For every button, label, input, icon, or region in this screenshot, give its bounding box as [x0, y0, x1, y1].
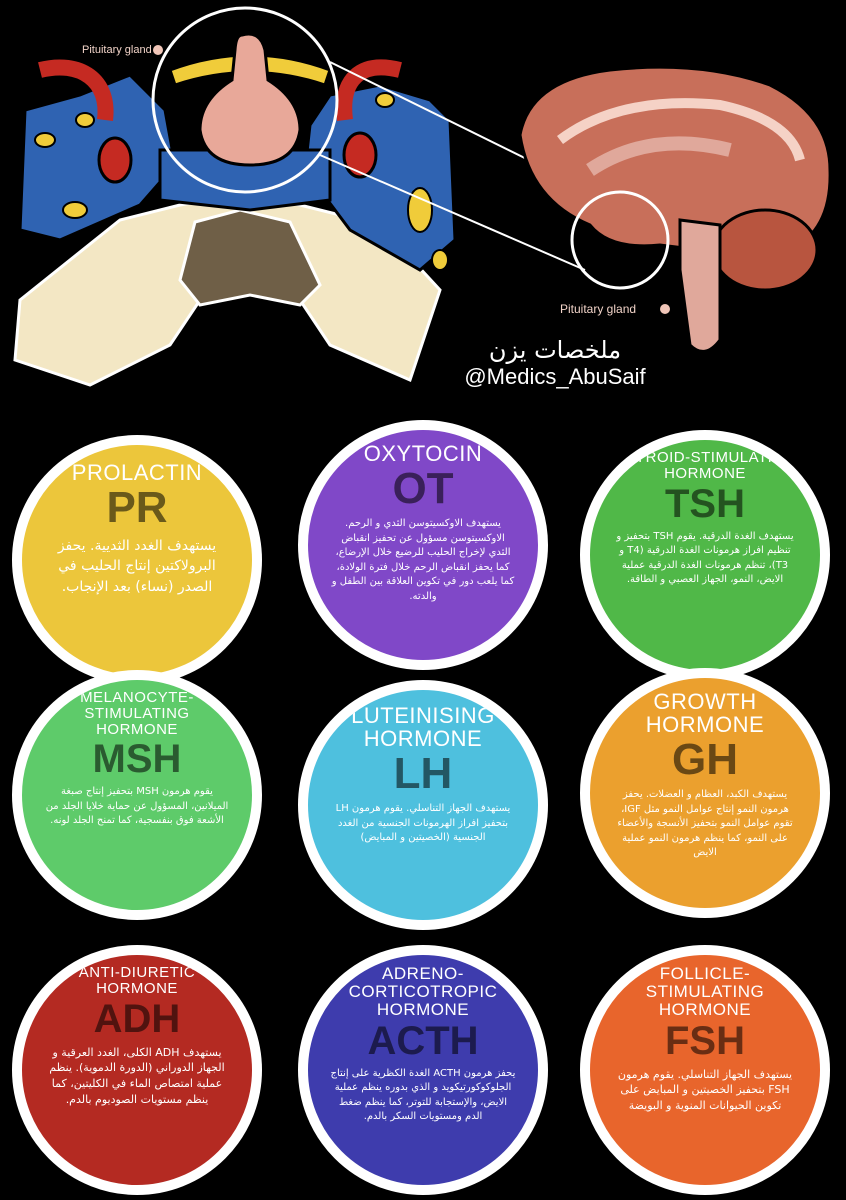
hormone-abbreviation: OT — [392, 464, 454, 514]
hormone-title: THYROID-STIMULATING HORMONE — [614, 449, 796, 482]
cerebellum — [711, 208, 819, 292]
pituitary-gland — [198, 32, 302, 167]
zoom-circle — [151, 6, 339, 194]
brainstem — [678, 218, 722, 353]
credit: ملخصات يزن @Medics_AbuSaif — [440, 336, 670, 390]
hormone-description: يستهدف الجهاز التناسلي. يقوم هرمون FSH ب… — [617, 1067, 793, 1113]
credit-handle: @Medics_AbuSaif — [464, 364, 646, 389]
hormone-abbreviation: MSH — [92, 737, 182, 782]
hormone-title: PROLACTIN — [71, 460, 203, 485]
hormone-description: يحفز هرمون ACTH الغدة الكظرية على إنتاج … — [330, 1067, 516, 1123]
carotid-section-right — [342, 131, 378, 179]
hormone-description: يستهدف الغدة الدرقية. يقوم TSH بتحفيز و … — [616, 530, 794, 586]
hormone-description: يستهدف ADH الكلى، الغدد العرقية و الجهاز… — [49, 1045, 225, 1107]
hormone-title: GROWTH HORMONE — [645, 689, 765, 738]
credit-arabic: ملخصات يزن — [488, 336, 622, 364]
hormone-abbreviation: PR — [106, 483, 168, 533]
carotid-left — [38, 59, 114, 121]
hormone-description: يقوم هرمون MSH بتحفيز إنتاج صبغة الميلان… — [45, 786, 229, 827]
hormone-title: MELANOCYTE-STIMULATING HORMONE — [80, 689, 194, 738]
hormone-abbreviation: LH — [393, 749, 453, 799]
sella-floor — [158, 148, 332, 212]
hormone-abbreviation: GH — [672, 735, 738, 785]
hormone-title: LUTEINISING HORMONE — [351, 703, 495, 752]
hormone-description: يستهدف الاوكسيتوسن الثدي و الرحم. الاوكس… — [331, 518, 515, 602]
hormone-title: OXYTOCIN — [363, 441, 483, 466]
hormone-abbreviation: TSH — [665, 481, 745, 526]
hormone-abbreviation: ACTH — [367, 1018, 479, 1063]
pituitary-label-left: Pituitary gland — [82, 44, 152, 56]
hormone-abbreviation: FSH — [665, 1018, 745, 1063]
hormone-title: ADRENO-CORTICOTROPIC HORMONE — [348, 964, 498, 1019]
sphenoid-sinus — [178, 208, 322, 307]
anatomy-illustration — [13, 6, 832, 387]
brain-zoom-circle — [570, 190, 670, 290]
carotid-section-left — [97, 136, 133, 184]
carotid-right — [336, 59, 402, 121]
hormone-title: ANTI-DIURETIC HORMONE — [78, 964, 196, 997]
hormone-abbreviation: ADH — [93, 996, 181, 1041]
hormone-description: يستهدف الغدد الثديية. يحفز البرولاكتين إ… — [57, 538, 217, 595]
hormone-title: FOLLICLE-STIMULATING HORMONE — [645, 964, 765, 1019]
pituitary-label-right: Pituitary gland — [560, 302, 637, 316]
hormone-description: يستهدف الكبد، العظام و العضلات. يحفز هرم… — [617, 789, 793, 859]
hormone-description: يستهدف الجهاز التناسلي. يقوم هرمون LH بت… — [335, 803, 511, 844]
